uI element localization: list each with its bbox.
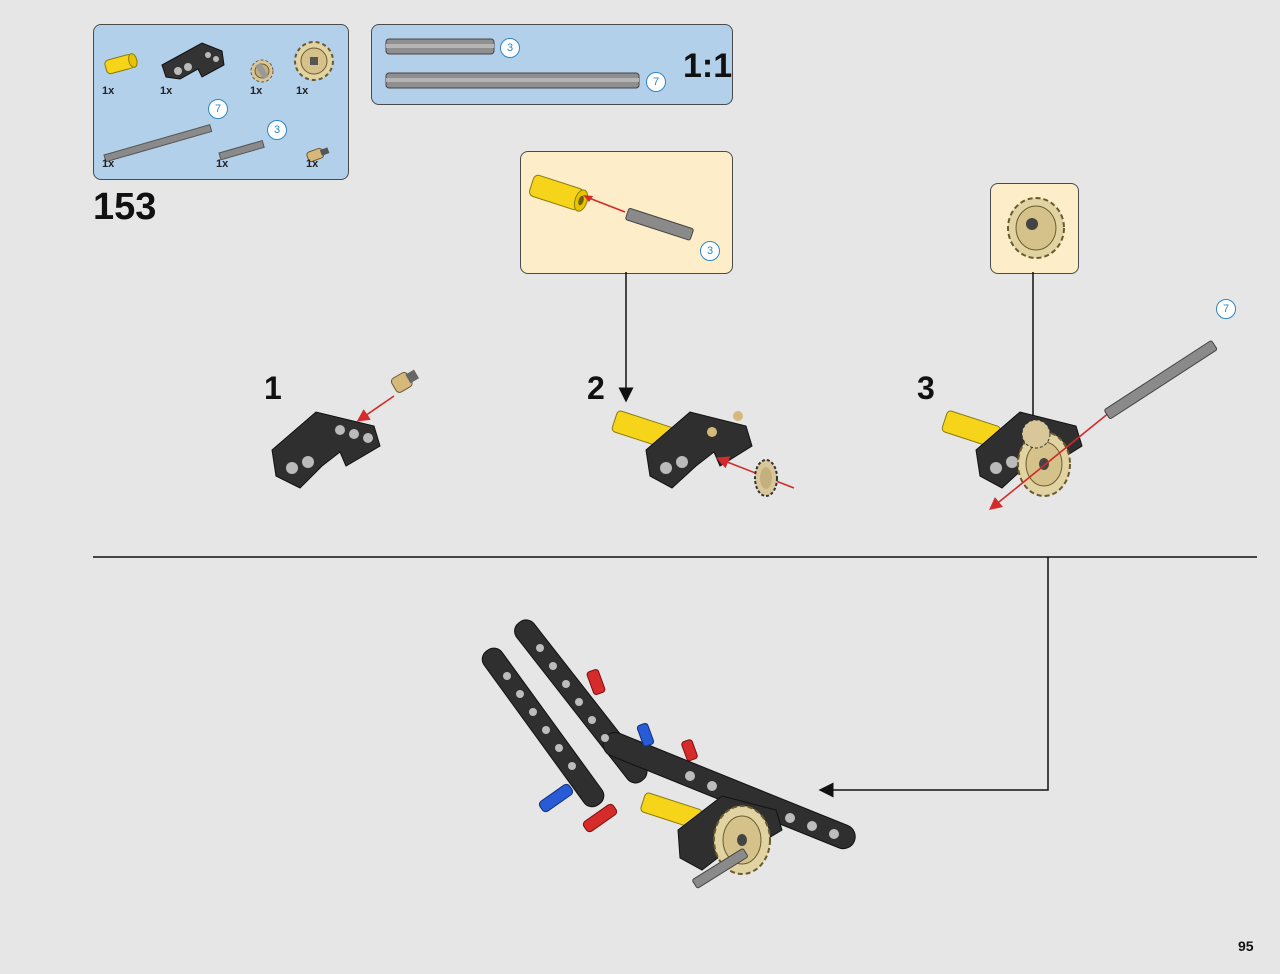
- part-qty: 1x: [102, 158, 115, 170]
- length-badge: 7: [208, 99, 228, 119]
- substep-number: 2: [587, 370, 605, 406]
- parts-list-panel: 1x 1x 1x 1x 1x 1x 1x 7 3: [93, 24, 349, 180]
- scale-panel: 3 7 1:1: [371, 24, 733, 105]
- short-axle-part: [218, 139, 265, 161]
- substep-2-model: [611, 410, 795, 497]
- gear-callout-art: [1007, 197, 1065, 259]
- part-qty: 1x: [216, 158, 229, 170]
- page-number: 95: [1238, 938, 1254, 954]
- callout-art: [529, 174, 694, 241]
- part-qty: 1x: [160, 85, 173, 97]
- length-badge: 3: [267, 120, 287, 140]
- length-badge: 7: [1216, 299, 1236, 319]
- part-qty: 1x: [296, 85, 309, 97]
- substep-3-model: [941, 340, 1218, 511]
- substep-number: 1: [264, 370, 282, 406]
- parts-list-art: [103, 41, 334, 163]
- part-qty: 1x: [102, 85, 115, 97]
- callout-panel: 3: [520, 151, 733, 274]
- small-gear-part: [250, 59, 274, 83]
- tan-pin-part: [306, 147, 330, 163]
- length-badge: 3: [700, 241, 720, 261]
- scale-label: 1:1: [683, 47, 733, 85]
- final-assembly-model: [481, 619, 856, 889]
- length-badge: 3: [500, 38, 520, 58]
- substep-1-model: [271, 369, 420, 489]
- long-axle-part: [103, 124, 213, 163]
- step-number: 153: [93, 186, 157, 228]
- tan-gear-part: [294, 41, 334, 81]
- substep-number: 3: [917, 370, 935, 406]
- part-qty: 1x: [250, 85, 263, 97]
- scale-axles: [385, 38, 640, 89]
- part-qty: 1x: [306, 158, 319, 170]
- black-bracket-part: [161, 42, 225, 80]
- length-badge: 7: [646, 72, 666, 92]
- gear-callout-panel: [990, 183, 1079, 274]
- yellow-connector-part: [104, 53, 138, 75]
